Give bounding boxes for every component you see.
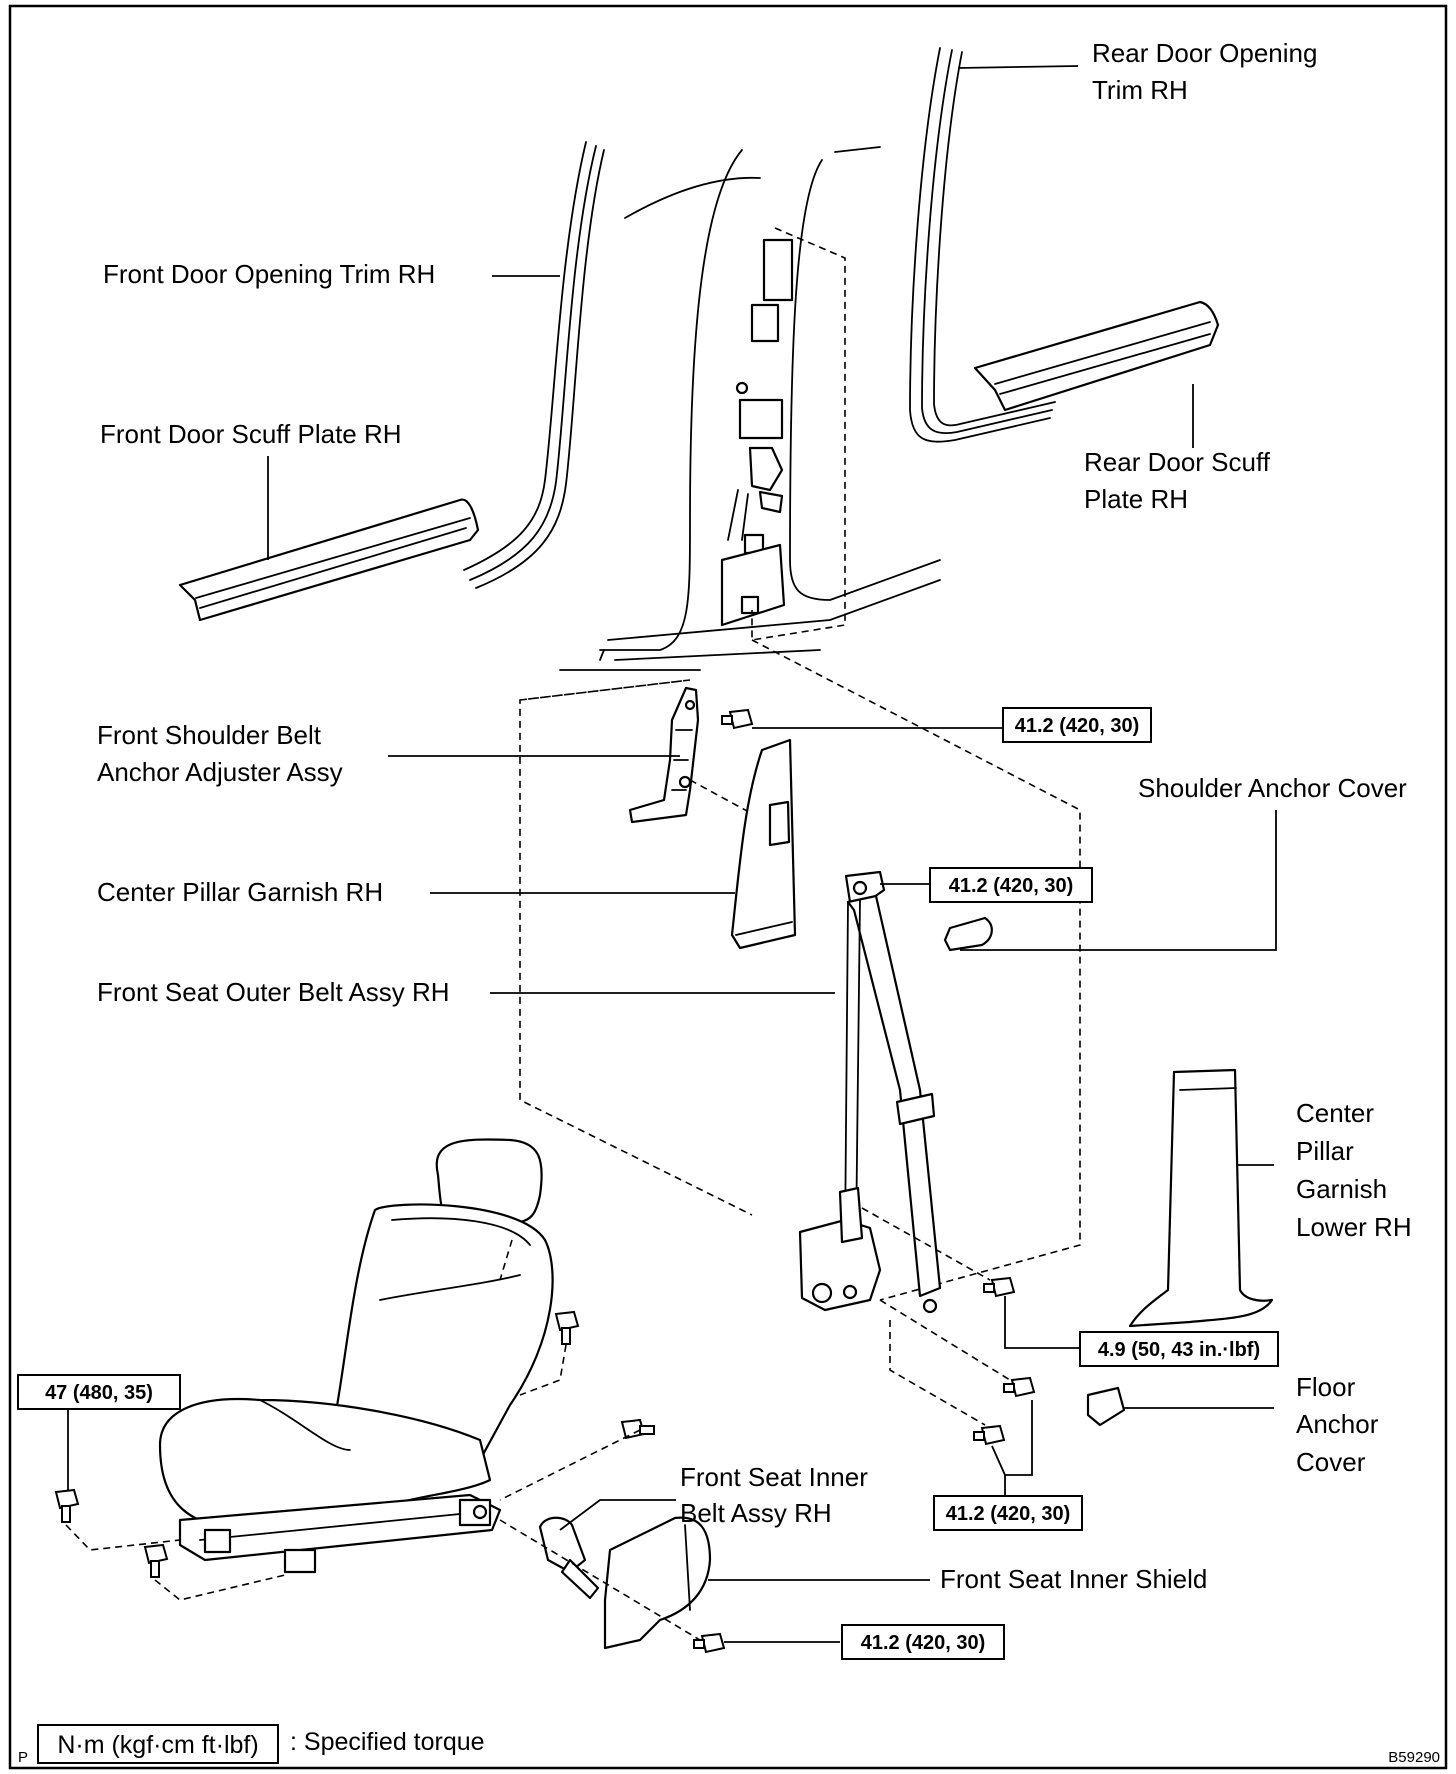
torque-box-inner-belt: 41.2 (420, 30): [841, 1624, 1005, 1660]
label-rear-door-opening-trim-line2: Trim RH: [1092, 75, 1188, 105]
pillar-hole-3: [738, 398, 784, 440]
seat-bolt-rear-right-icon: [554, 1310, 580, 1345]
label-front-door-opening-trim: Front Door Opening Trim RH: [103, 259, 435, 289]
label-center-pillar-garnish: Center Pillar Garnish RH: [97, 877, 383, 907]
floor-anchor-cover: [1086, 1386, 1126, 1427]
rear-door-opening-trim: [909, 47, 1056, 443]
pillar-rivet-1: [735, 381, 749, 395]
adjuster-bolt-icon: [721, 708, 754, 730]
pillar-hole-2: [750, 303, 780, 343]
front-door-opening-trim: [463, 141, 605, 589]
legend-corner-letter: P: [18, 1749, 28, 1766]
diagram-frame: [8, 4, 1448, 1770]
torque-value-retractor: 4.9 (50, 43 in.·lbf): [1098, 1339, 1260, 1361]
retractor-bolt-icon: [983, 1276, 1016, 1298]
label-floor-anchor-cover-line2: Anchor: [1296, 1409, 1379, 1439]
retractor: [798, 1218, 882, 1312]
label-center-pillar-garnish-lower-line4: Lower RH: [1296, 1212, 1412, 1242]
torque-value-floor-anchor: 41.2 (420, 30): [946, 1503, 1071, 1525]
legend: P N·m (kgf·cm ft·lbf) : Specified torque: [18, 1724, 485, 1766]
label-front-seat-inner-belt-line2: Belt Assy RH: [680, 1498, 832, 1528]
front-door-scuff-plate: [178, 498, 480, 622]
torque-value-inner-belt: 41.2 (420, 30): [861, 1632, 986, 1654]
torque-box-shoulder-anchor: 41.2 (420, 30): [929, 867, 1093, 903]
leader-lines: [67, 65, 1277, 1643]
front-seat-inner-belt: [538, 1516, 600, 1600]
floor-anchor-bolt-2-icon: [973, 1424, 1006, 1446]
seat-dashed-lines: [65, 1239, 701, 1641]
figure-code: B59290: [1388, 1749, 1440, 1766]
center-pillar-garnish: [730, 738, 797, 950]
torque-value-seat: 47 (480, 35): [45, 1382, 153, 1404]
center-pillar-body: [559, 146, 941, 671]
torque-box-retractor: 4.9 (50, 43 in.·lbf): [1079, 1331, 1279, 1367]
pillar-anchor-nut: [740, 595, 760, 615]
torque-value-shoulder-anchor: 41.2 (420, 30): [949, 875, 1074, 897]
seat-rail: [178, 1493, 502, 1562]
seat-bolt-front-left-icon: [143, 1543, 169, 1578]
inner-belt-bolt-icon: [693, 1632, 726, 1654]
label-center-pillar-garnish-lower-line2: Pillar: [1296, 1136, 1354, 1166]
floor-anchor-bolt-icon: [1003, 1376, 1036, 1398]
label-floor-anchor-cover-line3: Cover: [1296, 1447, 1366, 1477]
torque-box-floor-anchor: 41.2 (420, 30): [933, 1495, 1083, 1531]
torque-value-adjuster: 41.2 (420, 30): [1015, 715, 1140, 737]
pillar-lower-panel: [720, 543, 786, 627]
pillar-clip-1: [748, 446, 784, 492]
label-front-shoulder-belt-anchor-line1: Front Shoulder Belt: [97, 720, 322, 750]
pillar-clip-2: [758, 490, 784, 514]
label-front-seat-inner-shield: Front Seat Inner Shield: [940, 1564, 1207, 1594]
label-floor-anchor-cover-line1: Floor: [1296, 1372, 1356, 1402]
seat-bolt-rear-left-icon: [54, 1488, 80, 1523]
label-front-seat-outer-belt: Front Seat Outer Belt Assy RH: [97, 977, 450, 1007]
label-rear-door-opening-trim-line1: Rear Door Opening: [1092, 38, 1317, 68]
label-center-pillar-garnish-lower-line3: Garnish: [1296, 1174, 1387, 1204]
torque-box-adjuster: 41.2 (420, 30): [1002, 707, 1152, 743]
label-front-door-scuff-plate: Front Door Scuff Plate RH: [100, 419, 402, 449]
legend-description: : Specified torque: [290, 1728, 485, 1756]
label-shoulder-anchor-cover: Shoulder Anchor Cover: [1138, 773, 1407, 803]
center-pillar-garnish-lower: [1128, 1068, 1274, 1328]
label-front-seat-inner-belt-line1: Front Seat Inner: [680, 1462, 868, 1492]
front-seat: [158, 1138, 554, 1574]
label-rear-door-scuff-plate-line1: Rear Door Scuff: [1084, 447, 1271, 477]
label-rear-door-scuff-plate-line2: Plate RH: [1084, 484, 1188, 514]
front-seat-inner-shield: [603, 1516, 712, 1650]
rear-door-scuff-plate: [973, 300, 1220, 412]
torque-box-seat: 47 (480, 35): [17, 1374, 181, 1410]
legend-unit-box: N·m (kgf·cm ft·lbf): [57, 1731, 258, 1759]
seat-back: [328, 1203, 554, 1472]
bolts: [54, 708, 1036, 1654]
shoulder-anchor-cover: [943, 916, 993, 952]
front-seat-outer-belt: [798, 870, 1011, 1426]
front-shoulder-belt-anchor-adjuster: [628, 686, 761, 824]
label-center-pillar-garnish-lower-line1: Center: [1296, 1098, 1374, 1128]
label-front-shoulder-belt-anchor-line2: Anchor Adjuster Assy: [97, 757, 343, 787]
belt-assembly-region: [519, 639, 1081, 1301]
seat-bolt-front-right-icon: [620, 1418, 655, 1440]
pillar-hole-1: [762, 238, 794, 302]
